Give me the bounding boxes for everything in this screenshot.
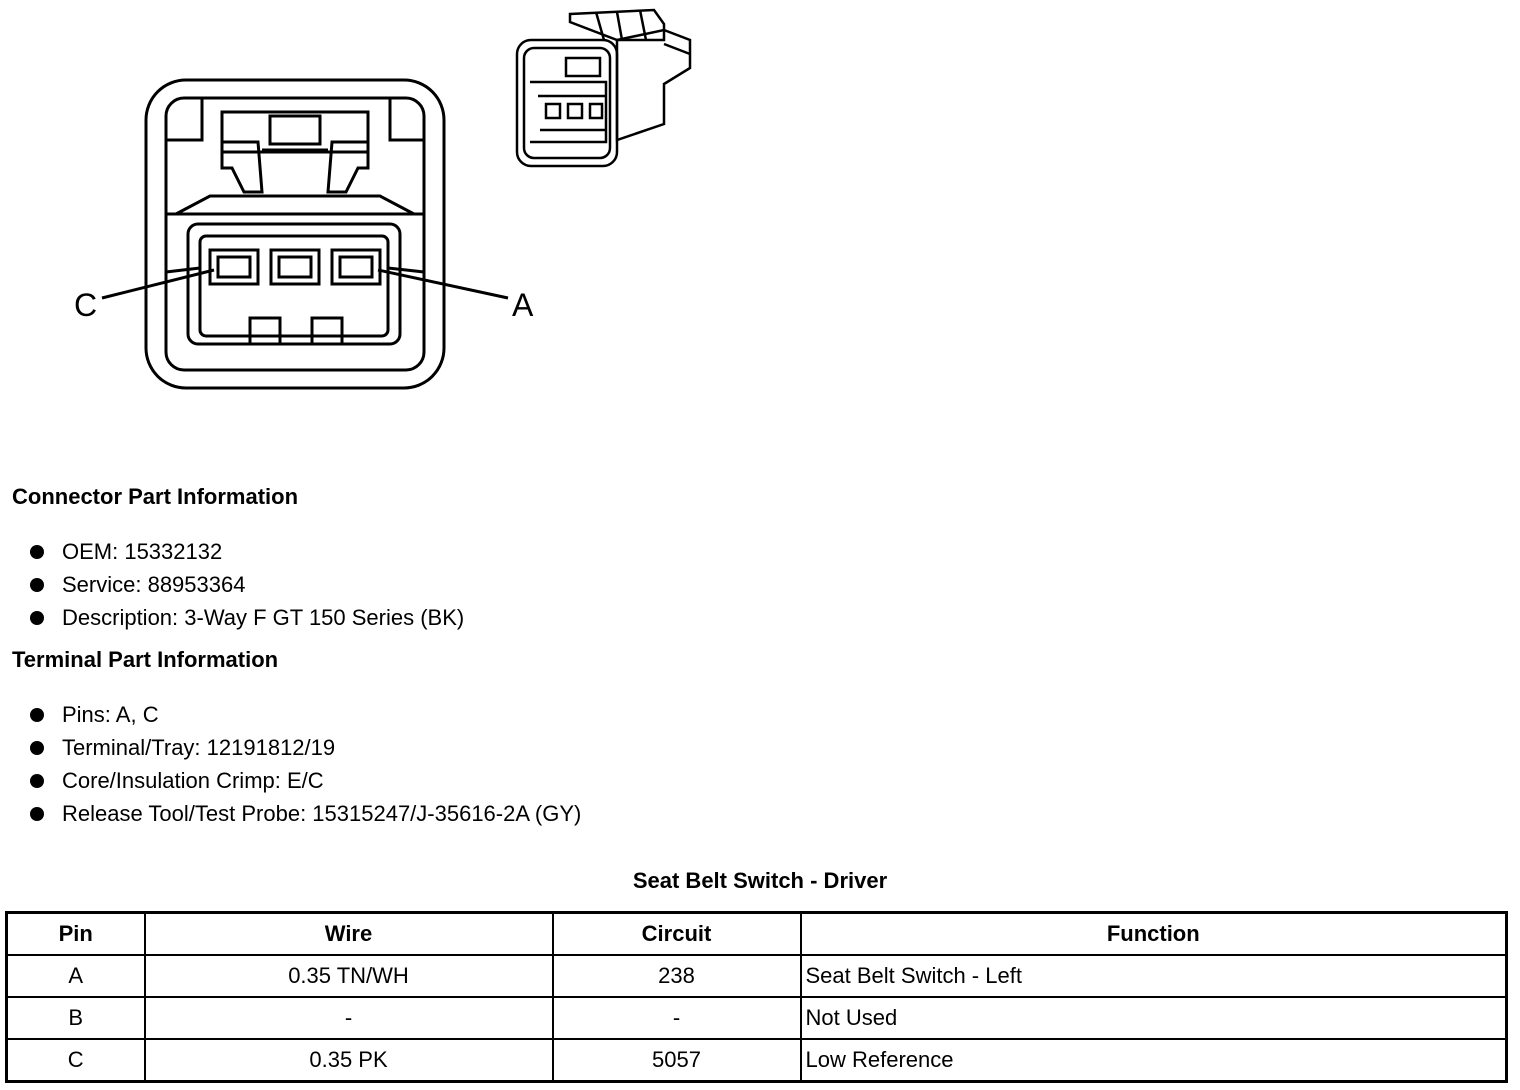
cell-pin: B [5,996,146,1040]
column-header-pin: Pin [5,911,146,956]
cavity-block [186,222,402,346]
list-item: Core/Insulation Crimp: E/C [30,764,581,797]
cell-function: Low Reference [799,1038,1508,1083]
cell-function: Seat Belt Switch - Left [799,954,1508,998]
connector-3d-view [515,8,692,168]
bullet-icon [30,707,44,722]
pin-label-a: A [512,287,534,323]
cell-function: Not Used [799,996,1508,1040]
terminal-info-heading: Terminal Part Information [12,647,279,672]
list-item: Pins: A, C [30,698,581,731]
leader-line-a [377,268,509,300]
cell-circuit: 5057 [551,1038,802,1083]
bullet-icon [30,740,44,755]
terminal-info-list: Pins: A, C Terminal/Tray: 12191812/19 Co… [30,698,581,830]
table-header-row: Pin Wire Circuit Function [5,911,1508,956]
list-item: Release Tool/Test Probe: 15315247/J-3561… [30,797,581,830]
cavity-b [269,248,321,286]
cell-pin: A [5,954,146,998]
bullet-icon [30,577,44,592]
column-header-circuit: Circuit [551,911,802,956]
bullet-icon [30,773,44,788]
bullet-icon [30,610,44,625]
connector-face-inner [164,96,426,372]
connector-info-heading: Connector Part Information [12,484,299,509]
cell-wire: 0.35 TN/WH [143,954,554,998]
cell-wire: - [143,996,554,1040]
list-item: Service: 88953364 [30,568,464,601]
pin-label-c: C [74,287,97,323]
cavity-c [208,248,260,286]
list-item: Terminal/Tray: 12191812/19 [30,731,581,764]
column-header-function: Function [799,911,1508,956]
pin-table-title: Seat Belt Switch - Driver [632,868,888,893]
leader-line-c [101,268,215,300]
table-row: C 0.35 PK 5057 Low Reference [5,1038,1508,1083]
list-item: OEM: 15332132 [30,535,464,568]
connector-info-list: OEM: 15332132 Service: 88953364 Descript… [30,535,464,634]
cell-circuit: - [551,996,802,1040]
connector-diagram: C A [74,8,692,390]
table-row: B - - Not Used [5,996,1508,1040]
list-item: Description: 3-Way F GT 150 Series (BK) [30,601,464,634]
column-header-wire: Wire [143,911,554,956]
bullet-icon [30,544,44,559]
cell-circuit: 238 [551,954,802,998]
pin-table: Pin Wire Circuit Function A 0.35 TN/WH 2… [5,911,1508,1083]
cavity-a [330,248,382,286]
table-row: A 0.35 TN/WH 238 Seat Belt Switch - Left [5,954,1508,998]
cell-pin: C [5,1038,146,1083]
bullet-icon [30,806,44,821]
connector-face-outer [144,78,446,390]
cell-wire: 0.35 PK [143,1038,554,1083]
